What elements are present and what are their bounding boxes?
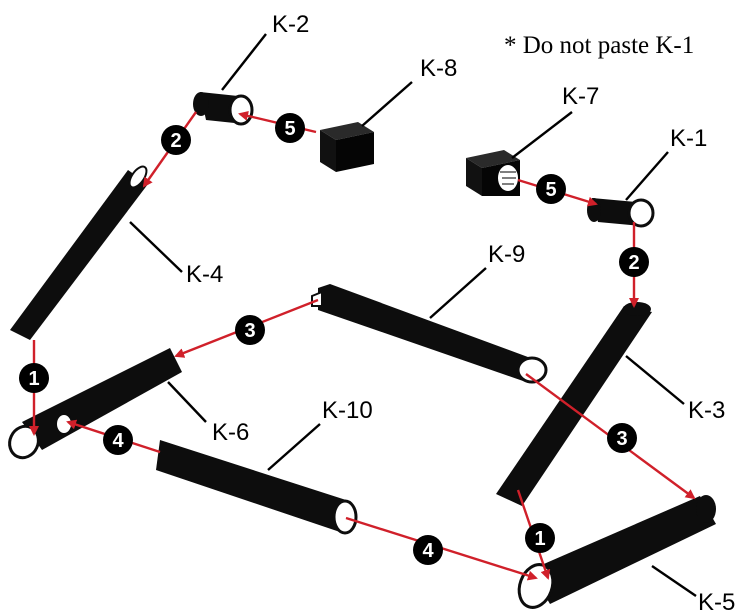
svg-text:3: 3 — [244, 320, 255, 342]
svg-text:4: 4 — [112, 430, 124, 452]
part-k10 — [156, 440, 358, 535]
leader-lines — [129, 33, 697, 597]
label-k5: K-5 — [698, 589, 735, 613]
note-text: * Do not paste K-1 — [504, 32, 694, 59]
part-k9 — [311, 284, 548, 384]
part-k4 — [10, 165, 148, 340]
part-k3 — [496, 302, 652, 506]
svg-text:1: 1 — [534, 528, 545, 550]
step-badge-5-upper: 5 — [275, 113, 305, 143]
svg-text:1: 1 — [28, 368, 39, 390]
step-badge-4-left: 4 — [103, 425, 133, 455]
label-k2: K-2 — [272, 11, 309, 38]
step-badge-3-left: 3 — [235, 315, 265, 345]
svg-text:2: 2 — [170, 130, 181, 152]
step-badge-2-right: 2 — [619, 247, 649, 277]
svg-text:3: 3 — [616, 428, 627, 450]
label-k6: K-6 — [212, 419, 249, 446]
label-k1: K-1 — [670, 125, 707, 152]
label-k3: K-3 — [688, 397, 725, 424]
svg-text:5: 5 — [545, 179, 556, 201]
step-badge-4-bottom: 4 — [413, 535, 443, 565]
label-k7: K-7 — [562, 83, 599, 110]
svg-text:2: 2 — [628, 252, 639, 274]
svg-text:5: 5 — [284, 118, 295, 140]
step-badge-1-left: 1 — [19, 363, 49, 393]
step-badge-2-left: 2 — [161, 125, 191, 155]
step-badge-3-right: 3 — [607, 423, 637, 453]
part-k5 — [517, 495, 716, 609]
label-k10: K-10 — [322, 397, 373, 424]
label-k9: K-9 — [488, 241, 525, 268]
label-k4: K-4 — [186, 261, 223, 288]
step-badge-5-right: 5 — [536, 174, 566, 204]
svg-text:4: 4 — [422, 540, 434, 562]
step-badge-1-right: 1 — [525, 523, 555, 553]
part-k1 — [587, 198, 655, 228]
part-k2 — [193, 92, 254, 126]
label-k8: K-8 — [420, 55, 457, 82]
part-k7 — [466, 150, 520, 196]
part-k8 — [320, 122, 374, 172]
